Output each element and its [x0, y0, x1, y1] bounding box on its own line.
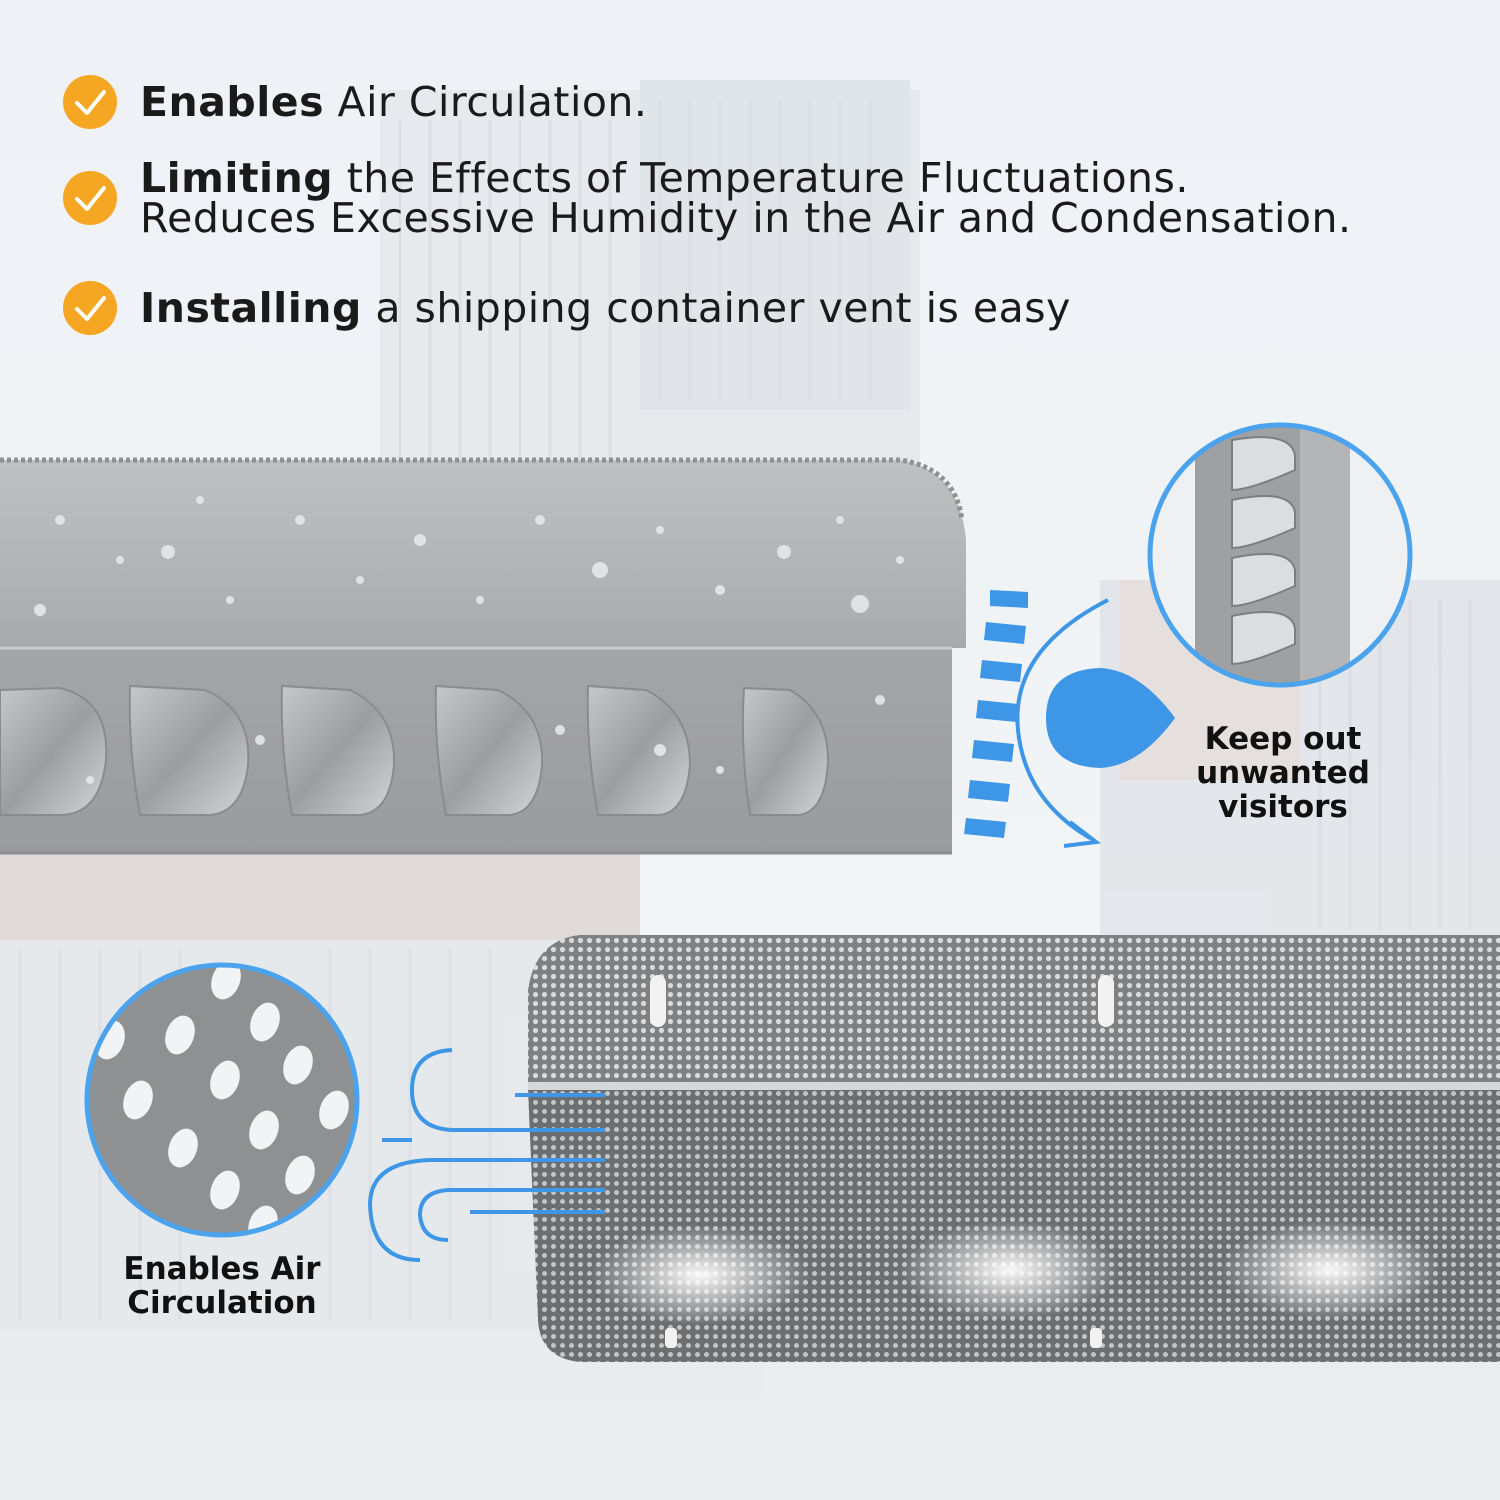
perforation-closeup-circle — [84, 962, 360, 1238]
feature-item-2: Limiting the Effects of Temperature Fluc… — [62, 154, 1352, 242]
feature-text-1: Enables Air Circulation. — [140, 78, 648, 126]
keep-out-label: Keep out unwanted visitors — [1196, 721, 1370, 825]
feature-item-1: Enables Air Circulation. — [62, 74, 647, 130]
check-icon — [63, 171, 117, 225]
air-circulation-label: Enables Air Circulation — [123, 1251, 321, 1321]
water-drop-icon — [1046, 668, 1175, 768]
feature-text-3: Installing a shipping container vent is … — [140, 284, 1071, 332]
feature-text-2: Limiting the Effects of Temperature Fluc… — [140, 154, 1352, 242]
check-icon — [63, 281, 117, 335]
feature-item-3: Installing a shipping container vent is … — [62, 280, 1071, 336]
louvered-vent-image — [0, 457, 966, 855]
louver-closeup-circle — [1147, 422, 1413, 688]
airflow-bars-icon — [964, 590, 1028, 838]
curved-arrow-icon — [1015, 598, 1109, 848]
perforated-vent-image — [528, 935, 1500, 1362]
check-icon — [63, 75, 117, 129]
airflow-icon — [367, 1048, 605, 1262]
